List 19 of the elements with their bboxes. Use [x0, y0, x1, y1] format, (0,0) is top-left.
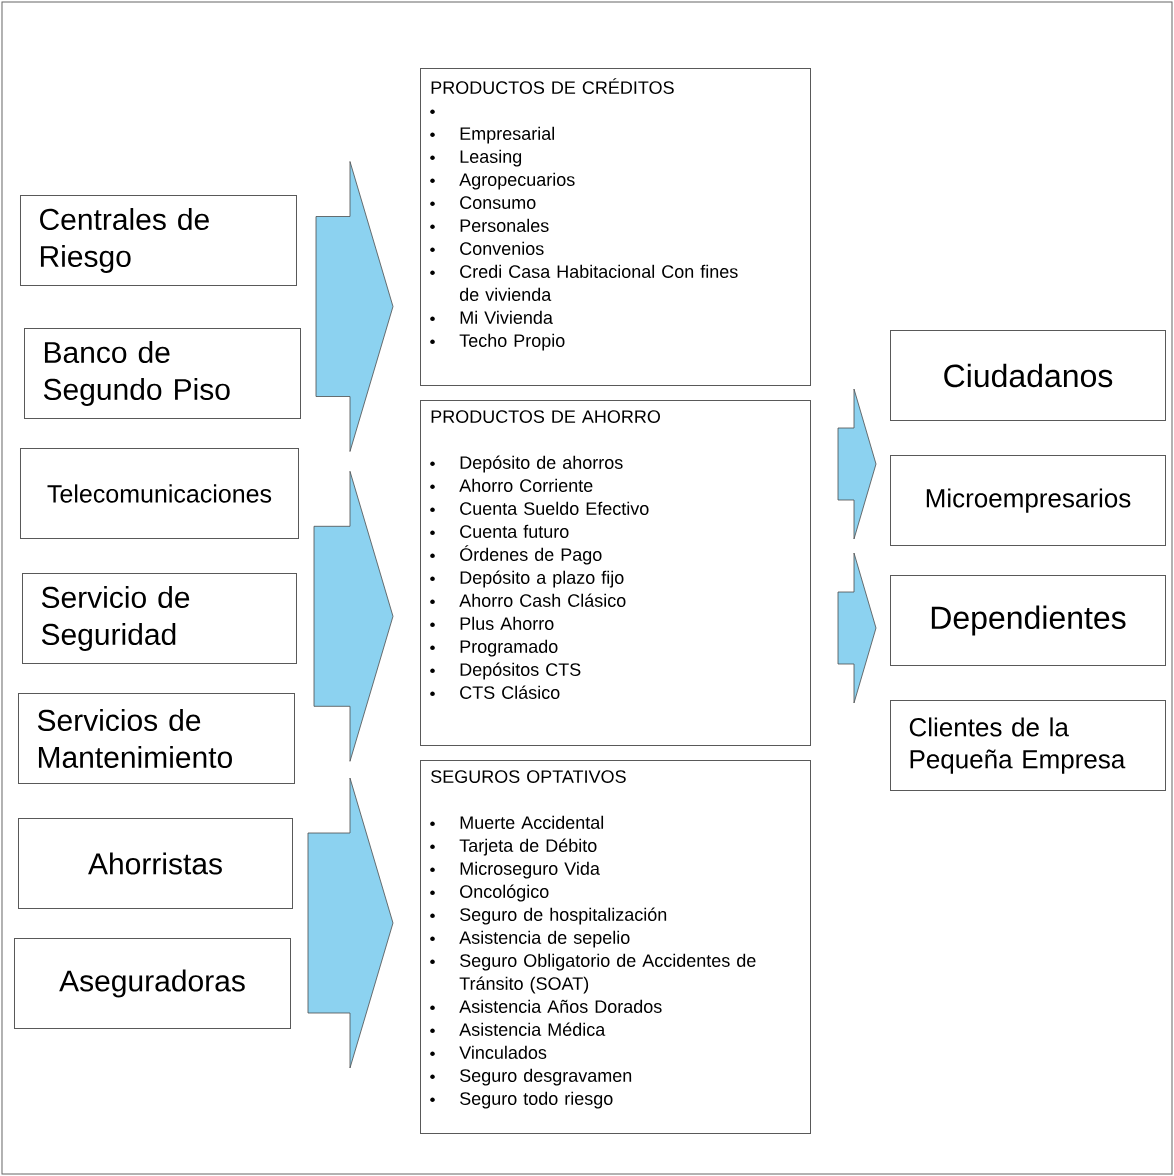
- list-box: PRODUCTOS DE CRÉDITOS Empresarial Leasing Agropecuarios Consumo Personales Convenios Credi Casa Habitacional Con fines de vivienda Mi Vivienda Techo Propio: [420, 68, 811, 386]
- text-box: Clientes de la Pequeña Empresa: [890, 700, 1166, 791]
- block-arrow: [307, 777, 394, 1069]
- text-box: Servicio de Seguridad: [22, 573, 297, 664]
- block-arrow: [837, 388, 877, 540]
- text-box: Ciudadanos: [890, 330, 1166, 421]
- block-arrow: [837, 552, 877, 704]
- text-box: Banco de Segundo Piso: [24, 328, 301, 419]
- block-arrow: [315, 161, 394, 452]
- text-box: Dependientes: [890, 575, 1166, 666]
- text-box: Servicios de Mantenimiento: [18, 693, 295, 784]
- list-box: PRODUCTOS DE AHORRO Depósito de ahorros Ahorro Corriente Cuenta Sueldo Efectivo Cuenta futuro Órdenes de Pago Depósito a plazo fijo Ahorro Cash Clásico Plus Ahorro Programado Depósitos CTS CTS Clásico: [420, 400, 811, 746]
- list-box: SEGUROS OPTATIVOS Muerte Accidental Tarjeta de Débito Microseguro Vida Oncológico Seguro de hospitalización Asistencia de sepelio Seguro Obligatorio de Accidentes de Tránsito (SOAT) Asistencia Años Dorados Asistencia Médica Vinculados Seguro desgravamen Seguro todo riesgo: [420, 760, 811, 1134]
- text-box: Telecomunicaciones: [20, 448, 299, 539]
- text-box: Microempresarios: [890, 455, 1166, 546]
- block-arrow: [313, 470, 394, 762]
- text-box: Centrales de Riesgo: [20, 195, 297, 286]
- text-box: Aseguradoras: [14, 938, 291, 1029]
- text-box: Ahorristas: [18, 818, 293, 909]
